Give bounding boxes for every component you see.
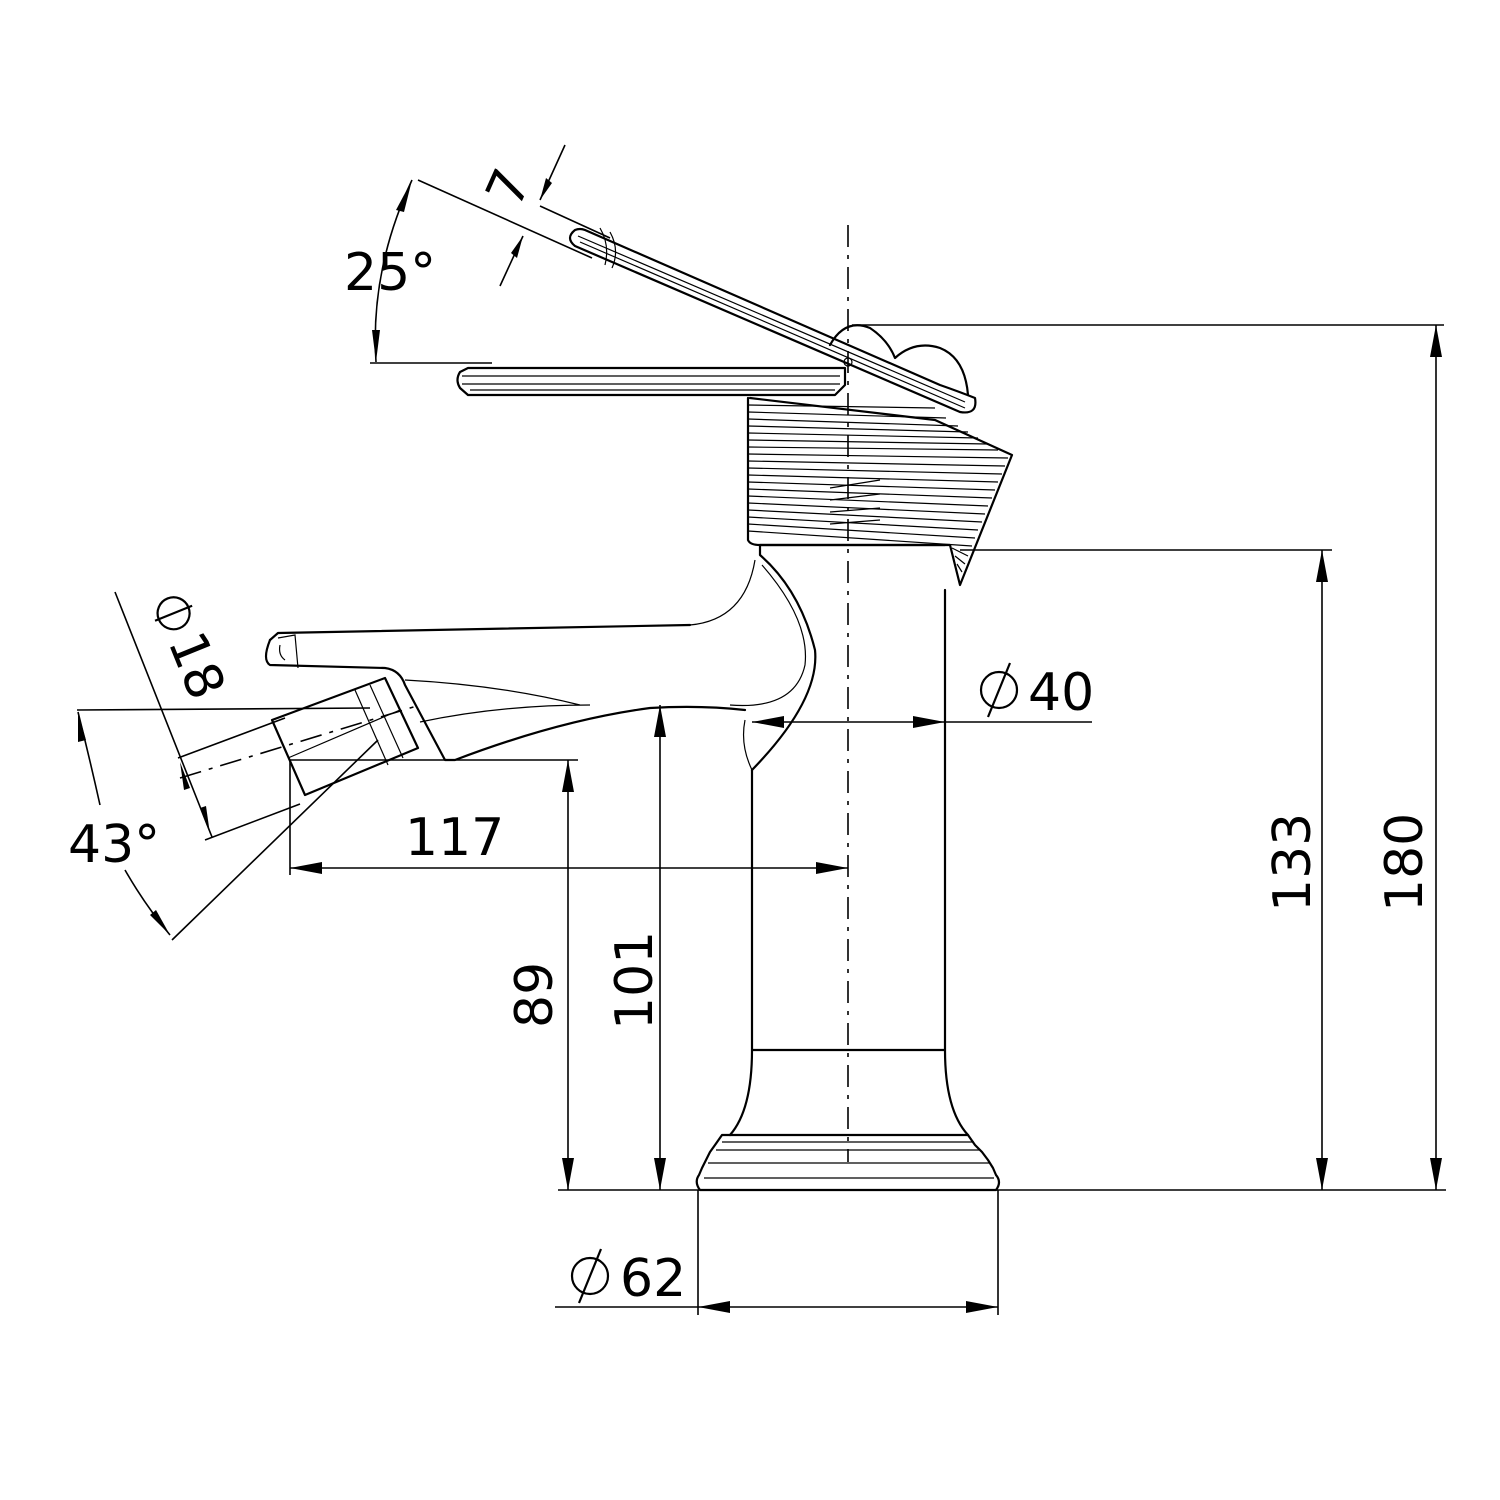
faucet-body [456,324,1014,1192]
lever-handle [568,227,977,414]
ribbed-housing [746,396,1014,587]
dim-lever-angle: 25° [344,179,492,364]
label-aerator-diameter: 18 [156,624,236,708]
dim-spout-reach: 117 [289,760,848,875]
dim-spout-bottom-height: 101 [605,705,666,1190]
label-spout-angle: 43° [68,815,160,875]
aerator-axis [179,704,421,779]
label-base-diameter: 62 [620,1249,686,1309]
dim-body-diameter: 40 [752,662,1094,728]
dim-base-diameter: 62 [555,1190,999,1315]
body-column [750,588,947,1052]
dim-body-height: 133 [960,549,1332,1190]
label-lever-thickness: 7 [475,161,543,216]
label-outlet-height: 89 [505,962,565,1028]
top-cap [456,366,847,397]
label-spout-reach: 117 [405,808,504,868]
dim-spout-angle: 43° [68,707,379,941]
dim-total-height: 180 [852,324,1444,1190]
label-spout-bottom-height: 101 [605,931,665,1030]
label-body-diameter: 40 [1028,663,1094,723]
aerator [270,676,420,797]
dim-aerator-diameter: 18 [114,591,301,841]
dim-lever-thickness: 7 [417,144,611,287]
body-skirt [728,1048,970,1137]
dim-outlet-height: 89 [290,759,578,1190]
body-neck [750,543,947,772]
label-total-height: 180 [1375,813,1435,912]
label-lever-angle: 25° [344,243,436,303]
label-body-height: 133 [1263,813,1323,912]
spout [264,623,747,797]
